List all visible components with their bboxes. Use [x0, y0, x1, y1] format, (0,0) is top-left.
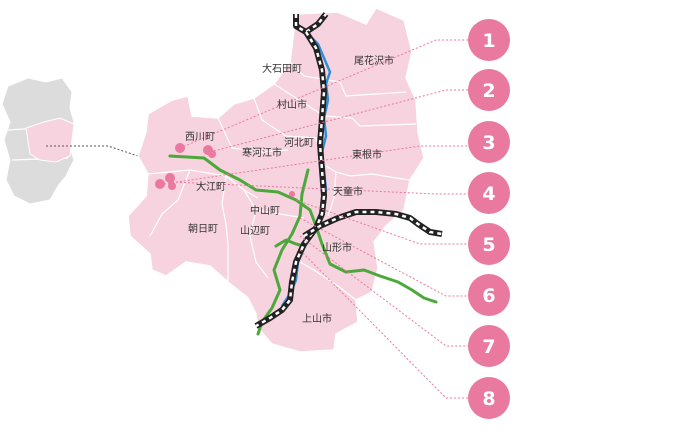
label-obanazawa: 尾花沢市: [354, 54, 394, 67]
marker-6[interactable]: 6: [468, 274, 510, 316]
road-line: [168, 154, 318, 228]
marker-circle[interactable]: [468, 377, 510, 419]
inset-connector-line: [46, 145, 151, 161]
marker-number: 7: [482, 336, 495, 358]
label-kaminoyama: 上山市: [302, 312, 332, 325]
label-kahoku: 河北町: [284, 137, 314, 149]
marker-number: 5: [482, 234, 495, 256]
road-line: [274, 238, 306, 248]
inset-highlight-region: [25, 117, 75, 163]
label-tendo: 天童市: [333, 185, 363, 198]
marker-number: 2: [482, 80, 495, 102]
leader-line-4: [171, 181, 470, 195]
location-dot: [155, 179, 165, 189]
label-sagae: 寒河江市: [242, 146, 282, 159]
label-oishida: 大石田町: [262, 62, 302, 75]
border-line: [299, 261, 357, 301]
railway-line: [255, 31, 326, 328]
marker-circle[interactable]: [468, 172, 510, 214]
region-area: [127, 7, 425, 353]
marker-7[interactable]: 7: [468, 325, 510, 367]
border-line: [273, 83, 417, 127]
marker-circle[interactable]: [468, 69, 510, 111]
location-dot: [289, 191, 295, 197]
roads: [168, 154, 438, 336]
border-line: [221, 175, 229, 282]
leader-line-8: [299, 249, 470, 399]
leader-line-2: [209, 89, 470, 153]
border-line: [327, 171, 337, 217]
inset-locator-map: [1, 77, 75, 205]
border-line: [243, 189, 305, 219]
municipality-labels: 大石田町 尾花沢市 村山市 西川町 河北町 寒河江市 東根市 大江町 天童市 中…: [185, 54, 394, 325]
marker-2[interactable]: 2: [468, 69, 510, 111]
marker-8[interactable]: 8: [468, 377, 510, 419]
number-markers: 1 2 3 4 5 6 7 8: [468, 19, 510, 419]
label-yamagata: 山形市: [322, 241, 352, 254]
leader-line-5: [295, 199, 470, 245]
marker-number: 8: [482, 388, 495, 410]
marker-circle[interactable]: [468, 274, 510, 316]
marker-circle[interactable]: [468, 223, 510, 265]
marker-circle[interactable]: [468, 325, 510, 367]
label-nakayama: 中山町: [250, 204, 280, 217]
leader-line-3: [163, 145, 470, 185]
marker-number: 6: [482, 285, 495, 307]
railway-line: [294, 13, 327, 34]
marker-circle[interactable]: [468, 121, 510, 163]
marker-1[interactable]: 1: [468, 19, 510, 61]
location-dot: [165, 173, 175, 183]
border-line: [289, 61, 407, 97]
railway-line: [303, 210, 443, 238]
marker-number: 3: [482, 132, 495, 154]
label-oe: 大江町: [196, 180, 226, 193]
border-line: [149, 169, 191, 237]
marker-3[interactable]: 3: [468, 121, 510, 163]
border-line: [325, 165, 411, 181]
marker-5[interactable]: 5: [468, 223, 510, 265]
leader-line-6: [299, 217, 470, 297]
border-line: [217, 117, 289, 153]
railways: [254, 12, 443, 329]
marker-4[interactable]: 4: [468, 172, 510, 214]
label-higashine: 東根市: [352, 148, 382, 161]
road-line: [314, 224, 438, 304]
label-asahi: 朝日町: [188, 223, 218, 235]
label-murayama: 村山市: [277, 98, 307, 111]
border-line: [249, 209, 269, 279]
marker-circle[interactable]: [468, 19, 510, 61]
marker-number: 4: [482, 183, 495, 205]
leader-line-7: [299, 235, 470, 347]
road-line: [256, 168, 310, 336]
leader-lines: [163, 39, 470, 399]
location-dot: [168, 182, 176, 190]
label-yamanobe: 山辺町: [240, 225, 270, 237]
label-nishikawa: 西川町: [185, 132, 215, 143]
leader-line-1: [179, 39, 470, 149]
marker-number: 1: [482, 30, 495, 52]
